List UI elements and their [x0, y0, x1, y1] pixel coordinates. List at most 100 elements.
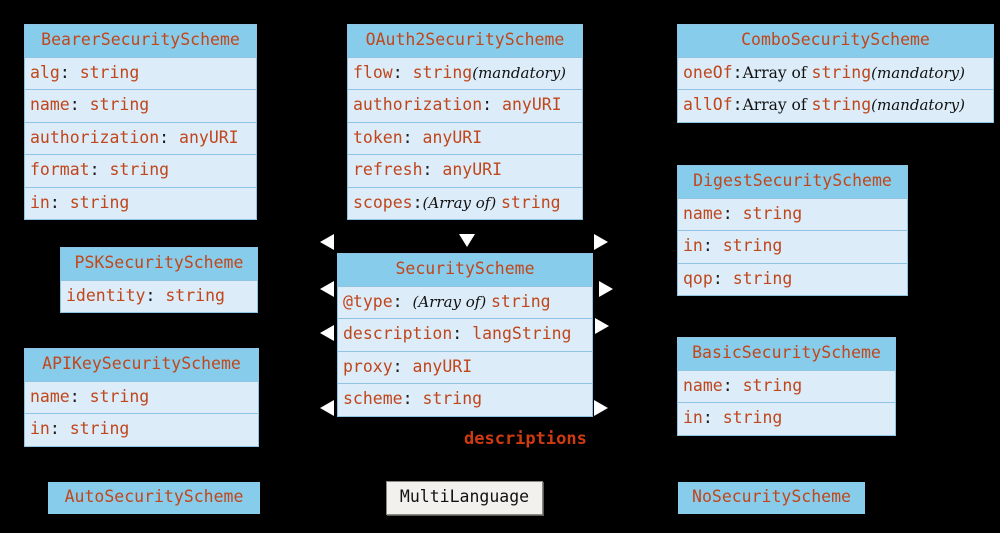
class-attribute-row: name: string: [678, 197, 907, 230]
generalization-arrow-right-4: [594, 400, 608, 416]
note-box-multilanguage[interactable]: MultiLanguage: [386, 481, 543, 515]
attribute-qualifier: (mandatory): [871, 63, 965, 82]
association-label-descriptions: descriptions: [464, 429, 587, 449]
class-box-basicsecurityscheme[interactable]: BasicSecurityScheme name: string in: str…: [677, 337, 896, 436]
attribute-separator: :: [89, 160, 110, 179]
attribute-type: string: [109, 160, 170, 179]
attribute-type: string: [500, 192, 561, 212]
attribute-type: anyURI: [412, 356, 473, 376]
class-title-apikeysecurityscheme: APIKeySecurityScheme: [25, 349, 258, 381]
class-title-oauth2securityscheme: OAuth2SecurityScheme: [348, 25, 582, 57]
attribute-separator: :: [732, 62, 743, 82]
attribute-collection-prefix: (Array of): [412, 292, 491, 311]
attribute-separator: :: [702, 408, 723, 427]
class-attribute-row: authorization: anyURI: [348, 89, 582, 122]
attribute-type: anyURI: [442, 160, 503, 179]
attribute-separator: :: [392, 291, 413, 311]
attribute-name: description: [343, 324, 453, 343]
attribute-separator: :: [392, 356, 413, 376]
attribute-separator: :: [145, 285, 166, 305]
class-box-nosecurityscheme[interactable]: NoSecurityScheme: [678, 482, 865, 514]
attribute-type: string: [89, 386, 150, 406]
class-attribute-row: name: string: [25, 380, 258, 413]
attribute-name: name: [30, 95, 70, 114]
class-box-securityscheme[interactable]: SecurityScheme @type: (Array of) string …: [337, 253, 593, 417]
attribute-name: scheme: [343, 389, 403, 408]
attribute-name: flow: [353, 62, 393, 82]
attribute-type: string: [89, 95, 150, 114]
attribute-collection-prefix: Array of: [742, 96, 812, 114]
attribute-name: scopes: [353, 192, 413, 212]
attribute-name: alg: [30, 62, 60, 82]
attribute-separator: :: [722, 203, 743, 223]
class-title-basicsecurityscheme: BasicSecurityScheme: [678, 338, 895, 370]
attribute-separator: :: [69, 386, 90, 406]
attribute-separator: :: [412, 192, 423, 212]
class-attribute-row: in: string: [678, 230, 907, 263]
attribute-separator: :: [732, 95, 743, 114]
class-box-bearersecurityscheme[interactable]: BearerSecurityScheme alg: string name: s…: [24, 24, 257, 220]
attribute-type: string: [165, 285, 225, 305]
attribute-type: string: [79, 62, 140, 82]
attribute-type: string: [742, 375, 803, 395]
attribute-separator: :: [402, 389, 423, 408]
attribute-separator: :: [49, 192, 70, 212]
attribute-separator: :: [159, 127, 180, 147]
class-title-combosecurityscheme: ComboSecurityScheme: [678, 25, 993, 57]
class-attribute-row: in: string: [678, 402, 895, 435]
class-attribute-row: allOf:Array of string(mandatory): [678, 89, 993, 122]
attribute-type: string: [811, 62, 872, 82]
generalization-arrow-top: [459, 234, 475, 247]
class-box-combosecurityscheme[interactable]: ComboSecurityScheme oneOf:Array of strin…: [677, 24, 994, 123]
attribute-separator: :: [702, 236, 723, 255]
class-attribute-row: name: string: [25, 89, 256, 122]
class-box-apikeysecurityscheme[interactable]: APIKeySecurityScheme name: string in: st…: [24, 348, 259, 447]
class-box-autosecurityscheme[interactable]: AutoSecurityScheme: [48, 482, 260, 514]
class-attribute-row: identity: string: [61, 279, 257, 312]
attribute-collection-prefix: (Array of): [422, 193, 501, 212]
attribute-type: string: [742, 203, 803, 223]
attribute-separator: :: [49, 419, 70, 438]
class-box-digestsecurityscheme[interactable]: DigestSecurityScheme name: string in: st…: [677, 165, 908, 296]
attribute-name: authorization: [30, 127, 160, 147]
class-attribute-row: in: string: [25, 413, 258, 446]
class-box-psksecurityscheme[interactable]: PSKSecurityScheme identity: string: [60, 247, 258, 313]
attribute-separator: :: [722, 375, 743, 395]
attribute-name: token: [353, 127, 403, 147]
class-attribute-row: in: string: [25, 186, 256, 219]
attribute-type: string: [69, 192, 130, 212]
class-attribute-row: name: string: [678, 369, 895, 402]
attribute-type: langString: [472, 324, 572, 343]
attribute-type: string: [722, 408, 783, 427]
attribute-name: proxy: [343, 356, 393, 376]
attribute-separator: :: [712, 268, 733, 288]
class-box-oauth2securityscheme[interactable]: OAuth2SecurityScheme flow: string(mandat…: [347, 24, 583, 220]
class-attribute-row: flow: string(mandatory): [348, 56, 582, 89]
attribute-separator: :: [482, 95, 503, 114]
generalization-arrow-left-4: [320, 400, 334, 416]
attribute-type: anyURI: [179, 127, 239, 147]
attribute-separator: :: [69, 95, 90, 114]
attribute-qualifier: (mandatory): [871, 96, 965, 114]
attribute-separator: :: [392, 62, 413, 82]
attribute-type: anyURI: [502, 95, 562, 114]
attribute-type: string: [490, 291, 551, 311]
attribute-type: anyURI: [422, 127, 483, 147]
attribute-type: string: [722, 236, 783, 255]
class-attribute-row: description: langString: [338, 318, 592, 351]
attribute-qualifier: (mandatory): [472, 63, 567, 82]
generalization-arrow-left-2: [320, 281, 334, 297]
attribute-name: name: [683, 203, 723, 223]
generalization-arrow-right-1: [594, 234, 608, 250]
generalization-arrow-right-3: [595, 318, 609, 334]
attribute-name: in: [30, 192, 50, 212]
class-title-nosecurityscheme: NoSecurityScheme: [678, 482, 865, 514]
attribute-collection-prefix: Array of: [742, 63, 812, 82]
generalization-arrow-left-3: [320, 325, 334, 341]
generalization-arrow-right-2: [599, 281, 613, 297]
class-attribute-row: token: anyURI: [348, 121, 582, 154]
attribute-separator: :: [452, 324, 473, 343]
attribute-separator: :: [422, 160, 443, 179]
attribute-name: authorization: [353, 95, 483, 114]
